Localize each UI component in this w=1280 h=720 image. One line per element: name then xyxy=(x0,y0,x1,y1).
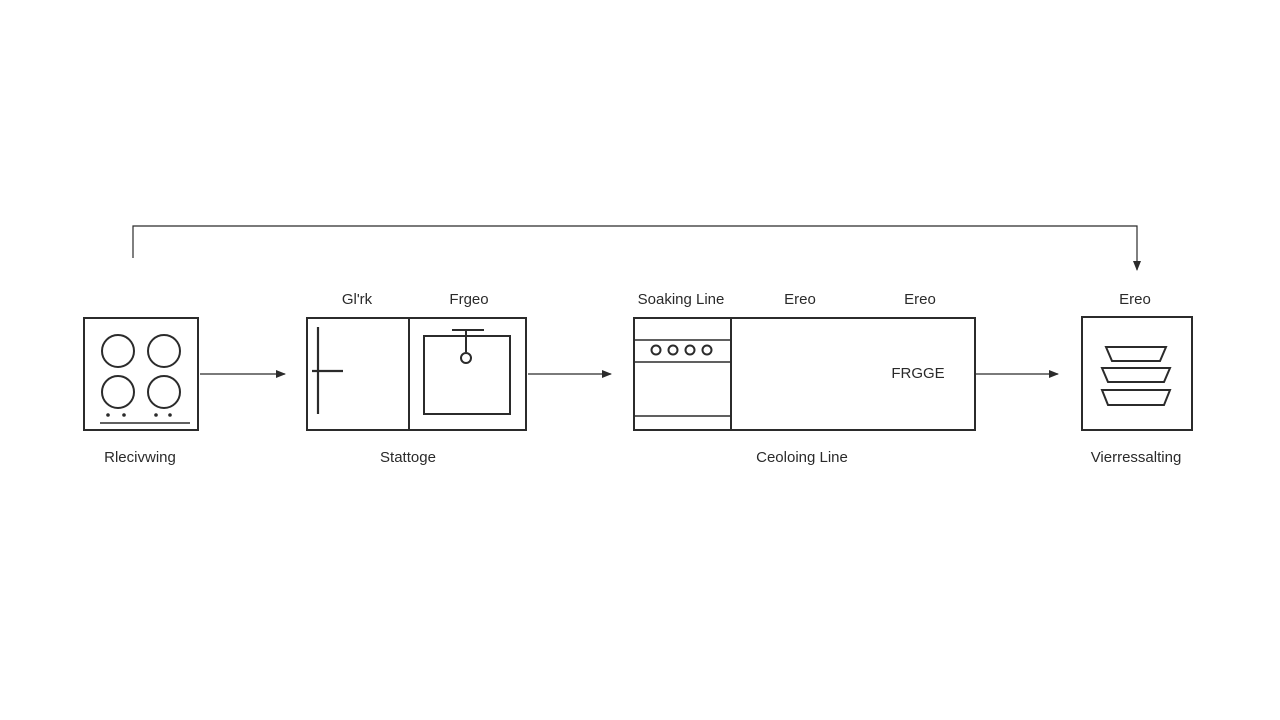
cooking-sub-label-1: Soaking Line xyxy=(638,291,725,308)
storage-unit-icon xyxy=(306,317,527,431)
cooking-line-icon xyxy=(633,317,976,431)
storage-station: Gl'rk Frgeo Stattoge xyxy=(306,291,527,466)
cooking-station: Soaking Line Ereo Ereo FRGGE Ceoloing Li… xyxy=(633,291,976,466)
stovetop-icon xyxy=(83,317,199,431)
serving-station: Ereo Vierressalting xyxy=(1081,291,1193,466)
receiving-label: Rlecivwing xyxy=(104,449,176,466)
serving-sub-label: Ereo xyxy=(1119,291,1151,308)
storage-label: Stattoge xyxy=(380,449,436,466)
cooking-inner-label: FRGGE xyxy=(891,365,944,382)
serving-label: Vierressalting xyxy=(1091,449,1182,466)
cooking-sub-label-3: Ereo xyxy=(904,291,936,308)
return-loop-connector xyxy=(132,225,1141,271)
storage-sub-label-1: Gl'rk xyxy=(342,291,373,308)
cooking-label: Ceoloing Line xyxy=(756,449,848,466)
cooking-sub-label-2: Ereo xyxy=(784,291,816,308)
stacked-plates-icon xyxy=(1081,316,1193,431)
receiving-station: Rlecivwing xyxy=(83,317,199,466)
storage-sub-label-2: Frgeo xyxy=(449,291,488,308)
